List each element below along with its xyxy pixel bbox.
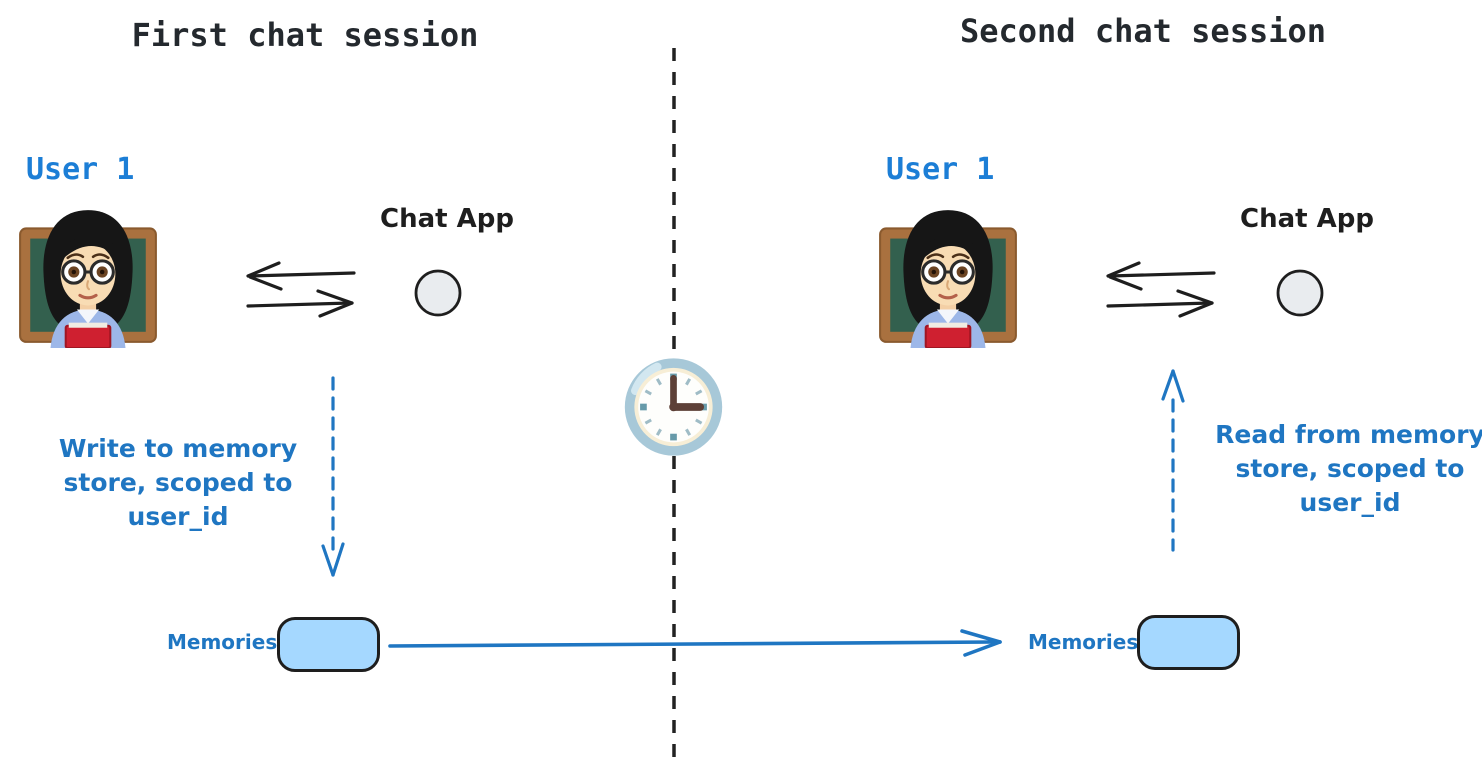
read-memory-annotation: Read from memory store, scoped to user_i… xyxy=(1200,418,1482,520)
read-memory-dashed-up-arrow-icon xyxy=(1161,369,1185,552)
clock-icon xyxy=(621,353,726,461)
annotation-line: store, scoped to xyxy=(63,468,293,497)
first-session-title: First chat session xyxy=(131,16,479,54)
chat-app-node-icon xyxy=(414,269,462,317)
user-label: User 1 xyxy=(886,152,995,187)
write-memory-annotation: Write to memory store, scoped to user_id xyxy=(28,432,328,534)
annotation-line: store, scoped to xyxy=(1235,454,1465,483)
exchange-arrows-icon xyxy=(238,258,362,320)
chat-app-node-icon xyxy=(1276,269,1324,317)
memory-store-box xyxy=(1137,615,1240,670)
memories-label: Memories xyxy=(167,630,278,654)
woman-teacher-emoji xyxy=(872,196,1024,348)
woman-teacher-emoji xyxy=(12,196,164,348)
annotation-line: user_id xyxy=(127,502,229,531)
memory-store-box xyxy=(277,617,380,672)
user-label: User 1 xyxy=(26,152,135,187)
annotation-line: Read from memory xyxy=(1215,420,1482,449)
chat-app-label: Chat App xyxy=(1240,204,1374,234)
write-memory-dashed-down-arrow-icon xyxy=(321,376,345,577)
exchange-arrows-icon xyxy=(1098,258,1222,320)
annotation-line: user_id xyxy=(1299,488,1401,517)
memory-transfer-arrow-icon xyxy=(388,629,1002,657)
second-session-title: Second chat session xyxy=(959,12,1327,50)
annotation-line: Write to memory xyxy=(58,434,298,463)
memories-label: Memories xyxy=(1028,630,1139,654)
chat-app-label: Chat App xyxy=(380,204,514,234)
